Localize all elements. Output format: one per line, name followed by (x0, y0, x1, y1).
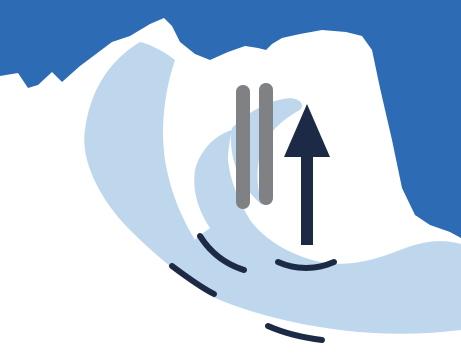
glacier-diagram (0, 0, 461, 356)
